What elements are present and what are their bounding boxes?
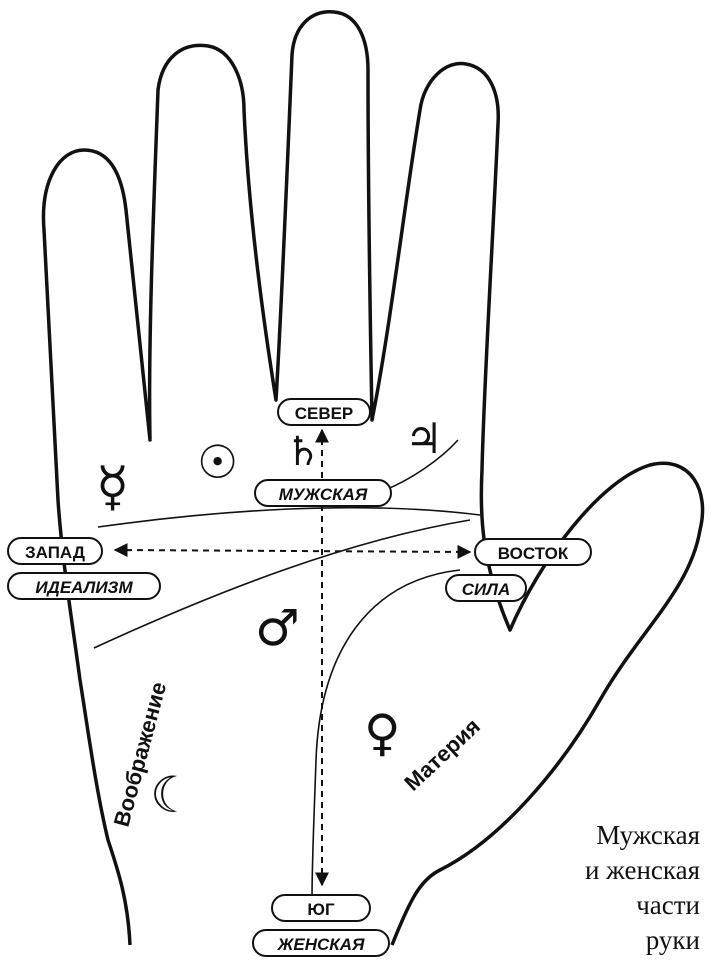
caption-line: части <box>585 888 700 923</box>
strength-label: СИЛА <box>446 575 526 601</box>
svg-text:ЮГ: ЮГ <box>307 900 335 919</box>
caption-line: и женская <box>585 853 700 888</box>
north-label: СЕВЕР <box>278 399 370 425</box>
venus-icon: ♀ <box>364 704 401 762</box>
mercury-icon: ☿ <box>96 455 129 518</box>
mars-icon: ♂ <box>255 599 300 657</box>
female-label: ЖЕНСКАЯ <box>253 930 389 956</box>
svg-text:СЕВЕР: СЕВЕР <box>295 404 354 423</box>
male-label: МУЖСКАЯ <box>255 480 391 506</box>
matter-label: Материя <box>399 714 485 796</box>
moon-icon: ☾ <box>150 766 195 824</box>
hand-outline <box>43 12 702 945</box>
jupiter-icon: ♃ <box>405 414 443 463</box>
figure-caption: Мужская и женская части руки <box>585 818 700 958</box>
svg-text:СИЛА: СИЛА <box>462 580 510 599</box>
svg-text:ИДЕАЛИЗМ: ИДЕАЛИЗМ <box>35 578 133 597</box>
sun-icon: ☉ <box>197 435 238 489</box>
svg-text:МУЖСКАЯ: МУЖСКАЯ <box>279 485 368 504</box>
svg-text:ЖЕНСКАЯ: ЖЕНСКАЯ <box>277 935 365 954</box>
horizontal-axis-arrow <box>115 550 470 552</box>
svg-text:ВОСТОК: ВОСТОК <box>498 544 569 563</box>
east-label: ВОСТОК <box>475 539 591 565</box>
south-label: ЮГ <box>272 895 370 921</box>
idealism-label: ИДЕАЛИЗМ <box>8 573 160 599</box>
saturn-icon: ♄ <box>285 429 321 475</box>
caption-line: руки <box>585 923 700 958</box>
caption-line: Мужская <box>585 818 700 853</box>
west-label: ЗАПАД <box>8 538 102 564</box>
heart-line <box>98 508 480 527</box>
svg-text:ЗАПАД: ЗАПАД <box>25 543 85 562</box>
